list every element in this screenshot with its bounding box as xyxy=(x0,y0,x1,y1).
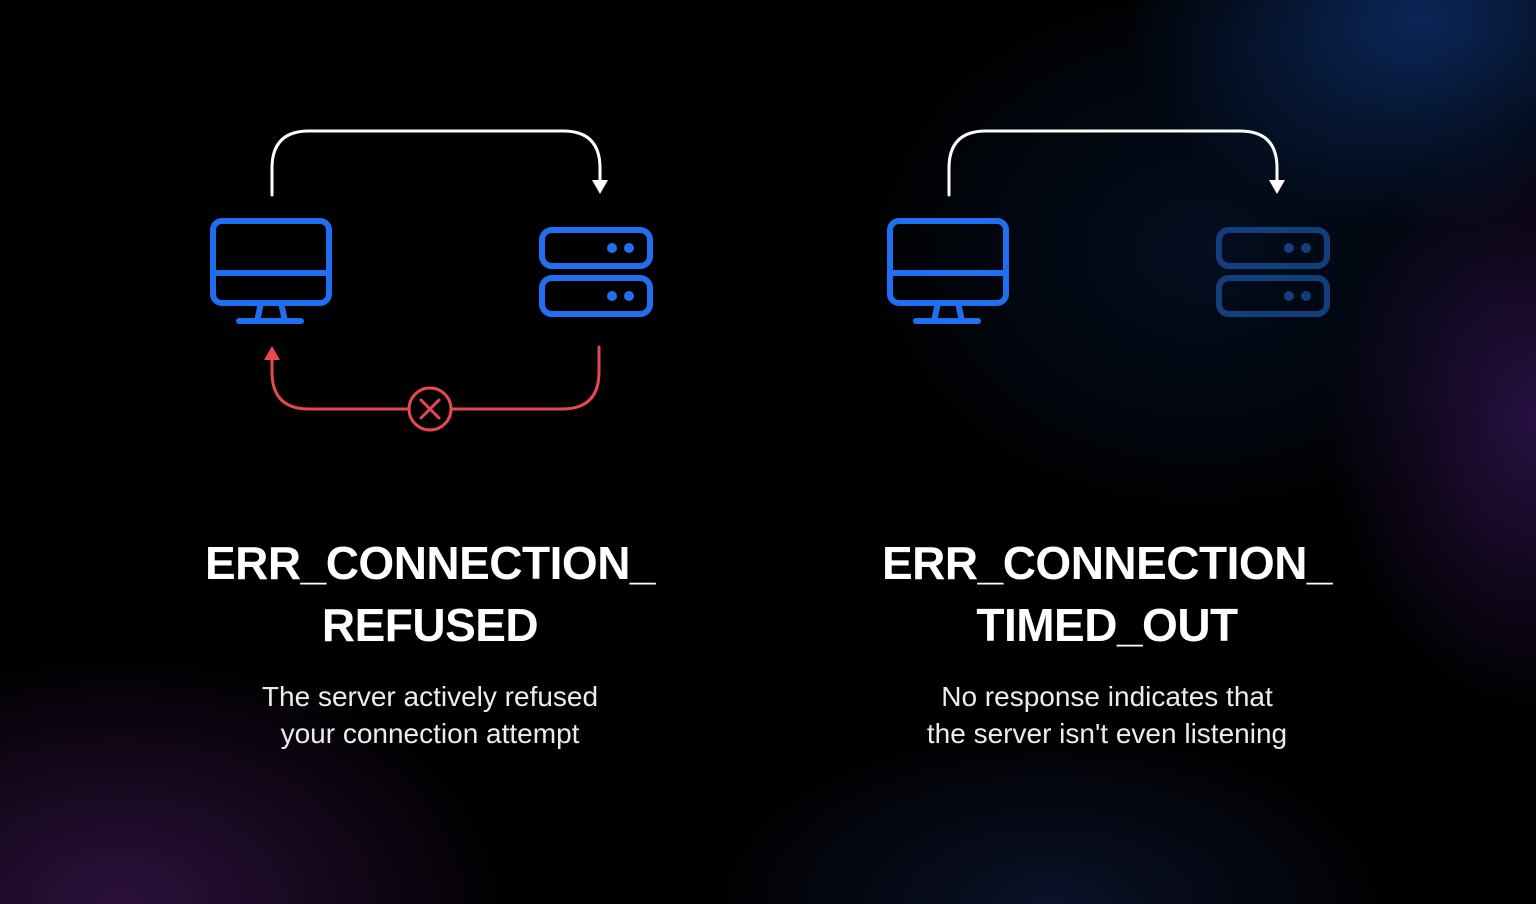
error-description: The server actively refused your connect… xyxy=(90,678,770,752)
error-title: ERR_CONNECTION_ REFUSED xyxy=(90,532,770,656)
x-circle-icon xyxy=(407,386,453,432)
panel-connection-refused: ERR_CONNECTION_ REFUSED The server activ… xyxy=(90,0,770,904)
arrow-return-icon xyxy=(264,345,601,411)
error-title-line2: REFUSED xyxy=(321,599,539,651)
error-title-line1: ERR_CONNECTION_ xyxy=(881,537,1333,589)
error-title-line2: TIMED_OUT xyxy=(976,599,1238,651)
arrow-right-icon xyxy=(270,129,608,197)
error-description: No response indicates that the server is… xyxy=(767,678,1447,752)
error-description-line2: your connection attempt xyxy=(280,718,580,749)
error-description-line1: The server actively refused xyxy=(261,681,599,712)
error-description-line1: No response indicates that xyxy=(941,681,1273,712)
timed-out-diagram xyxy=(887,129,1330,324)
arrow-right-icon xyxy=(947,129,1285,197)
server-dim-icon xyxy=(1216,227,1330,317)
error-title-line1: ERR_CONNECTION_ xyxy=(204,537,656,589)
error-description-line2: the server isn't even listening xyxy=(926,718,1288,749)
monitor-icon xyxy=(887,218,1009,324)
error-title: ERR_CONNECTION_ TIMED_OUT xyxy=(767,532,1447,656)
refused-diagram xyxy=(210,129,653,432)
server-icon xyxy=(539,227,653,317)
panel-connection-timed-out: ERR_CONNECTION_ TIMED_OUT No response in… xyxy=(767,0,1447,904)
monitor-icon xyxy=(210,218,332,324)
